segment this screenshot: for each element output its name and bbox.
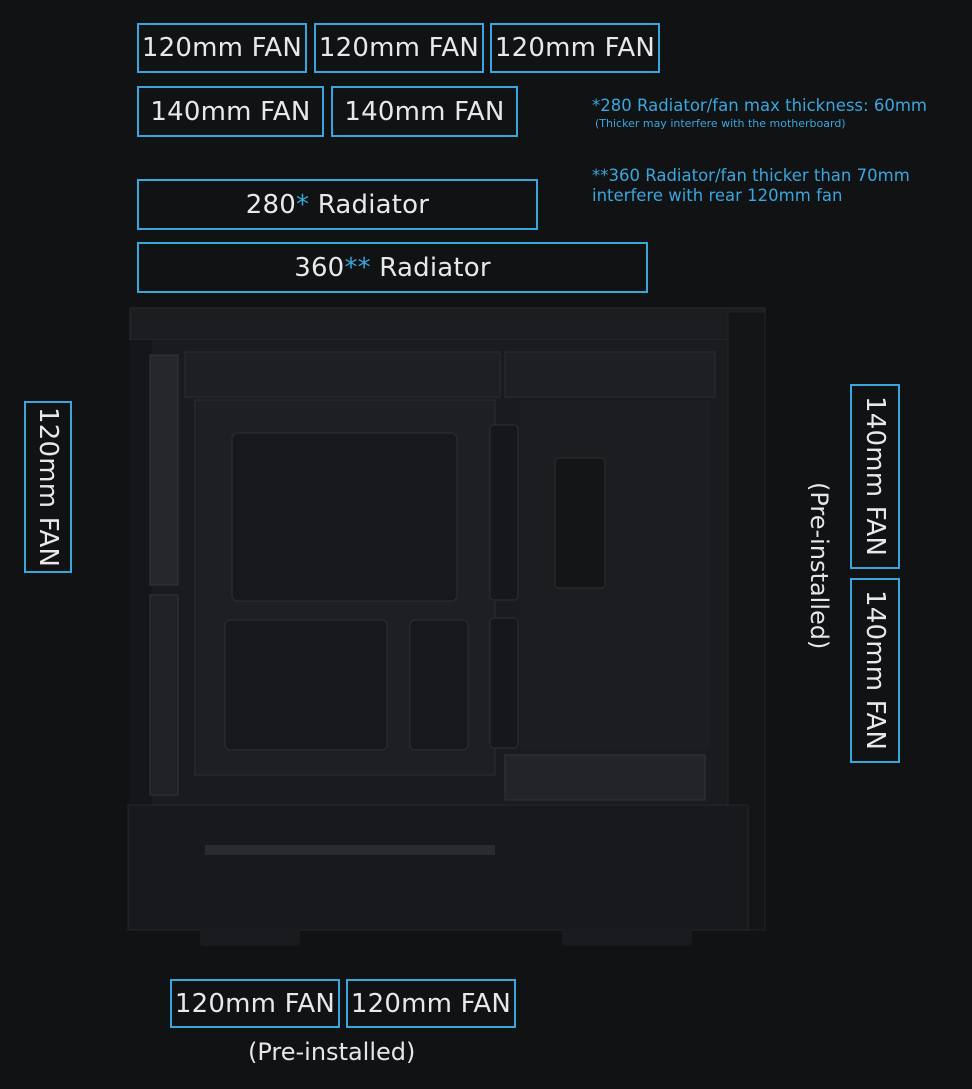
cable-grommet-upper xyxy=(489,424,519,601)
top-fan-140-1: 140mm FAN xyxy=(137,86,324,137)
pci-slots xyxy=(149,594,179,796)
note-360-line2: interfere with rear 120mm fan xyxy=(592,186,843,205)
radiator-280: 280* Radiator xyxy=(137,179,538,230)
tray-cutout-right xyxy=(409,619,469,751)
rear-panel xyxy=(130,340,152,805)
note-360-radiator: **360 Radiator/fan thicker than 70mm int… xyxy=(592,166,910,206)
front-fan-140-1: 140mm FAN xyxy=(850,384,900,569)
note-280-line2: (Thicker may interfere with the motherbo… xyxy=(595,117,846,130)
radiator-280-size: 280 xyxy=(245,189,297,220)
front-fans-preinstalled-caption: (Pre-installed) xyxy=(805,482,833,650)
cable-grommet-lower xyxy=(489,617,519,749)
bottom-fans-preinstalled-caption: (Pre-installed) xyxy=(248,1038,416,1066)
top-fan-120-3: 120mm FAN xyxy=(490,23,660,73)
front-fan-140-2: 140mm FAN xyxy=(850,578,900,763)
ssd-bracket xyxy=(554,457,606,589)
radiator-360: 360** Radiator xyxy=(137,242,648,293)
radiator-360-asterisk: ** xyxy=(344,252,371,283)
top-fan-bracket-right xyxy=(504,351,716,398)
radiator-360-size: 360 xyxy=(294,252,345,283)
top-fan-140-2: 140mm FAN xyxy=(331,86,518,137)
case-foot-rear xyxy=(200,928,300,946)
rear-fan-mesh xyxy=(149,354,179,586)
top-fan-bracket xyxy=(184,351,501,398)
psu-shroud-step xyxy=(504,754,706,801)
radiator-360-label: Radiator xyxy=(370,252,491,283)
case-foot-front xyxy=(562,928,692,946)
front-compartment xyxy=(520,400,710,750)
top-fan-120-2: 120mm FAN xyxy=(314,23,484,73)
top-fan-120-1: 120mm FAN xyxy=(137,23,307,73)
case-top-panel xyxy=(129,307,766,341)
tray-cutout-left xyxy=(224,619,388,751)
psu-shroud-vent xyxy=(205,845,495,855)
cpu-cutout xyxy=(231,432,458,602)
note-280-line1: *280 Radiator/fan max thickness: 60mm xyxy=(592,96,927,115)
note-360-line1: **360 Radiator/fan thicker than 70mm xyxy=(592,166,910,185)
bottom-fan-120-1: 120mm FAN xyxy=(170,979,340,1028)
note-280-radiator: *280 Radiator/fan max thickness: 60mm (T… xyxy=(592,96,927,132)
bottom-fan-120-2: 120mm FAN xyxy=(346,979,516,1028)
rear-fan-120: 120mm FAN xyxy=(24,401,72,573)
psu-shroud xyxy=(127,804,749,931)
radiator-280-asterisk: * xyxy=(296,189,310,220)
radiator-280-label: Radiator xyxy=(309,189,430,220)
